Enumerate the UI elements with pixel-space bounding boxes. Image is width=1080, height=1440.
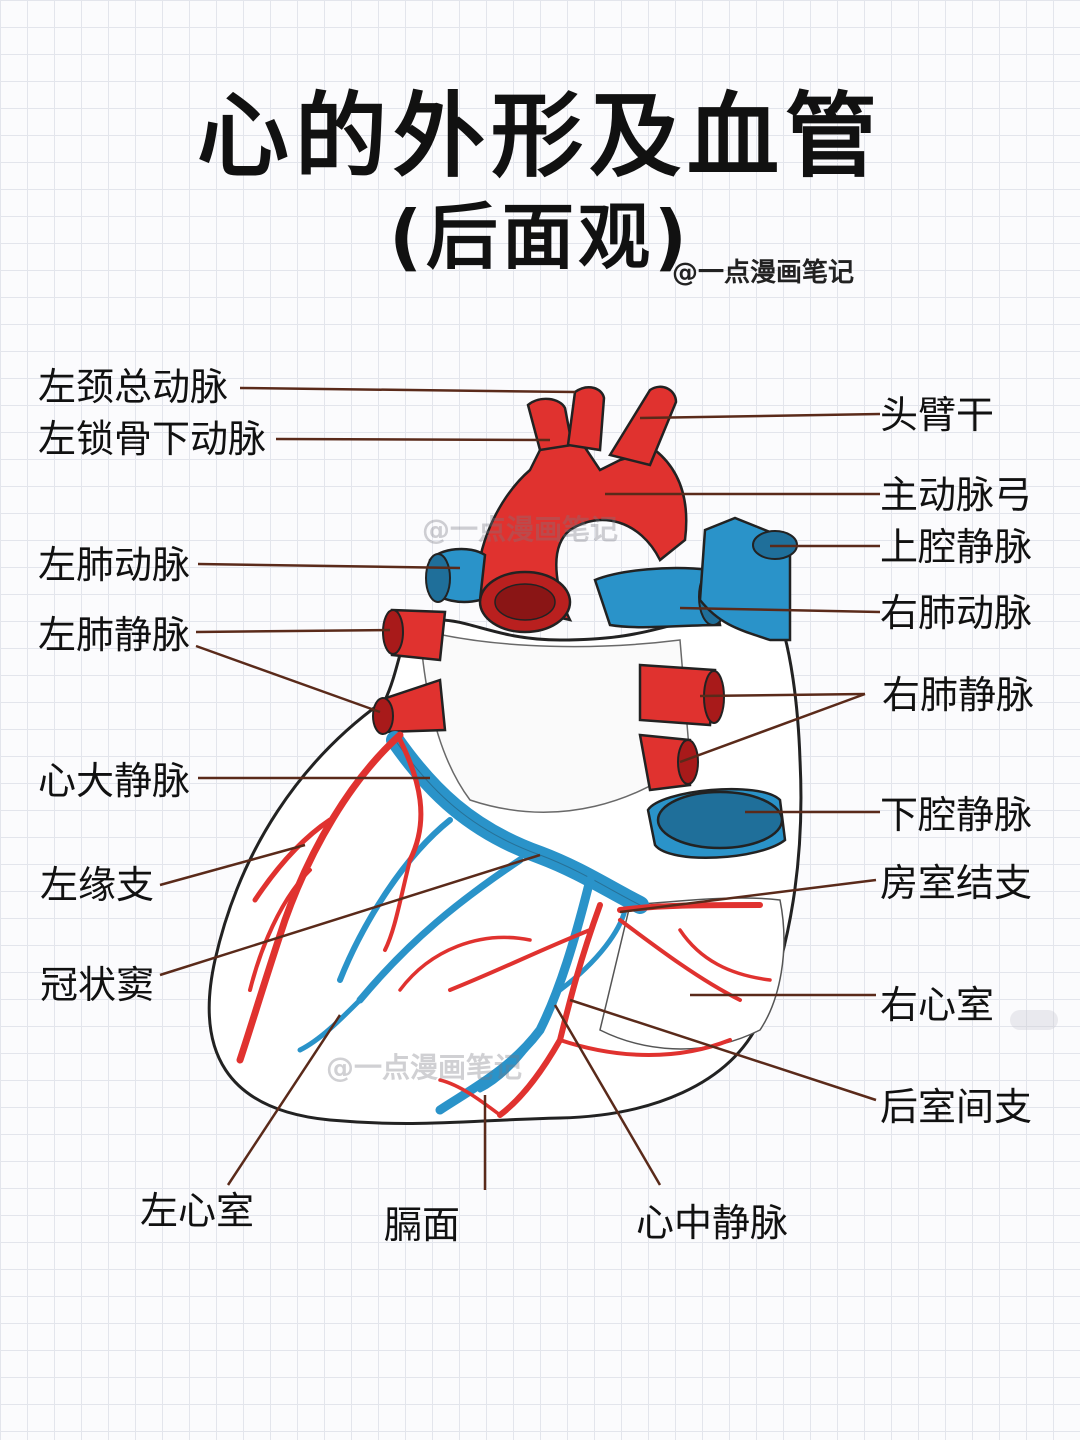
watermark: @一点漫画笔记: [422, 508, 618, 548]
label-right-pulmonary-veins: 右肺静脉: [882, 676, 1034, 714]
label-right-ventricle: 右心室: [880, 986, 994, 1024]
pulmonary-arteries: [426, 549, 727, 627]
leader-left-subclavian: [276, 439, 550, 440]
label-superior-vena-cava: 上腔静脉: [880, 528, 1032, 566]
label-left-pulmonary-artery: 左肺动脉: [38, 546, 190, 584]
inferior-vena-cava: [648, 789, 785, 858]
label-posterior-interventricular-branch: 后室间支: [880, 1088, 1032, 1126]
label-great-cardiac-vein: 心大静脉: [38, 762, 190, 800]
label-aortic-arch: 主动脉弓: [880, 476, 1032, 514]
label-left-common-carotid: 左颈总动脉: [38, 368, 228, 406]
platform-logo: [1010, 1010, 1058, 1030]
label-inferior-vena-cava: 下腔静脉: [880, 796, 1032, 834]
label-brachiocephalic-trunk: 头臂干: [880, 396, 994, 434]
label-left-pulmonary-veins: 左肺静脉: [38, 616, 190, 654]
label-coronary-sinus: 冠状窦: [40, 966, 154, 1004]
leader-left-pulmonary-vein-b: [196, 646, 380, 712]
label-left-marginal-branch: 左缘支: [40, 866, 154, 904]
leader-left-pulmonary-artery: [198, 564, 460, 568]
label-left-ventricle: 左心室: [140, 1192, 254, 1230]
label-diaphragmatic-surface: 膈面: [384, 1206, 460, 1244]
label-middle-cardiac-vein: 心中静脉: [636, 1204, 788, 1242]
label-left-subclavian: 左锁骨下动脉: [38, 420, 266, 458]
leader-left-pulmonary-vein-a: [196, 630, 390, 632]
watermark: @一点漫画笔记: [326, 1046, 522, 1086]
label-atrioventricular-branch: 房室结支: [880, 864, 1032, 902]
leader-brachiocephalic: [640, 414, 880, 418]
leader-left-common-carotid: [240, 388, 575, 392]
label-right-pulmonary-artery: 右肺动脉: [880, 594, 1032, 632]
